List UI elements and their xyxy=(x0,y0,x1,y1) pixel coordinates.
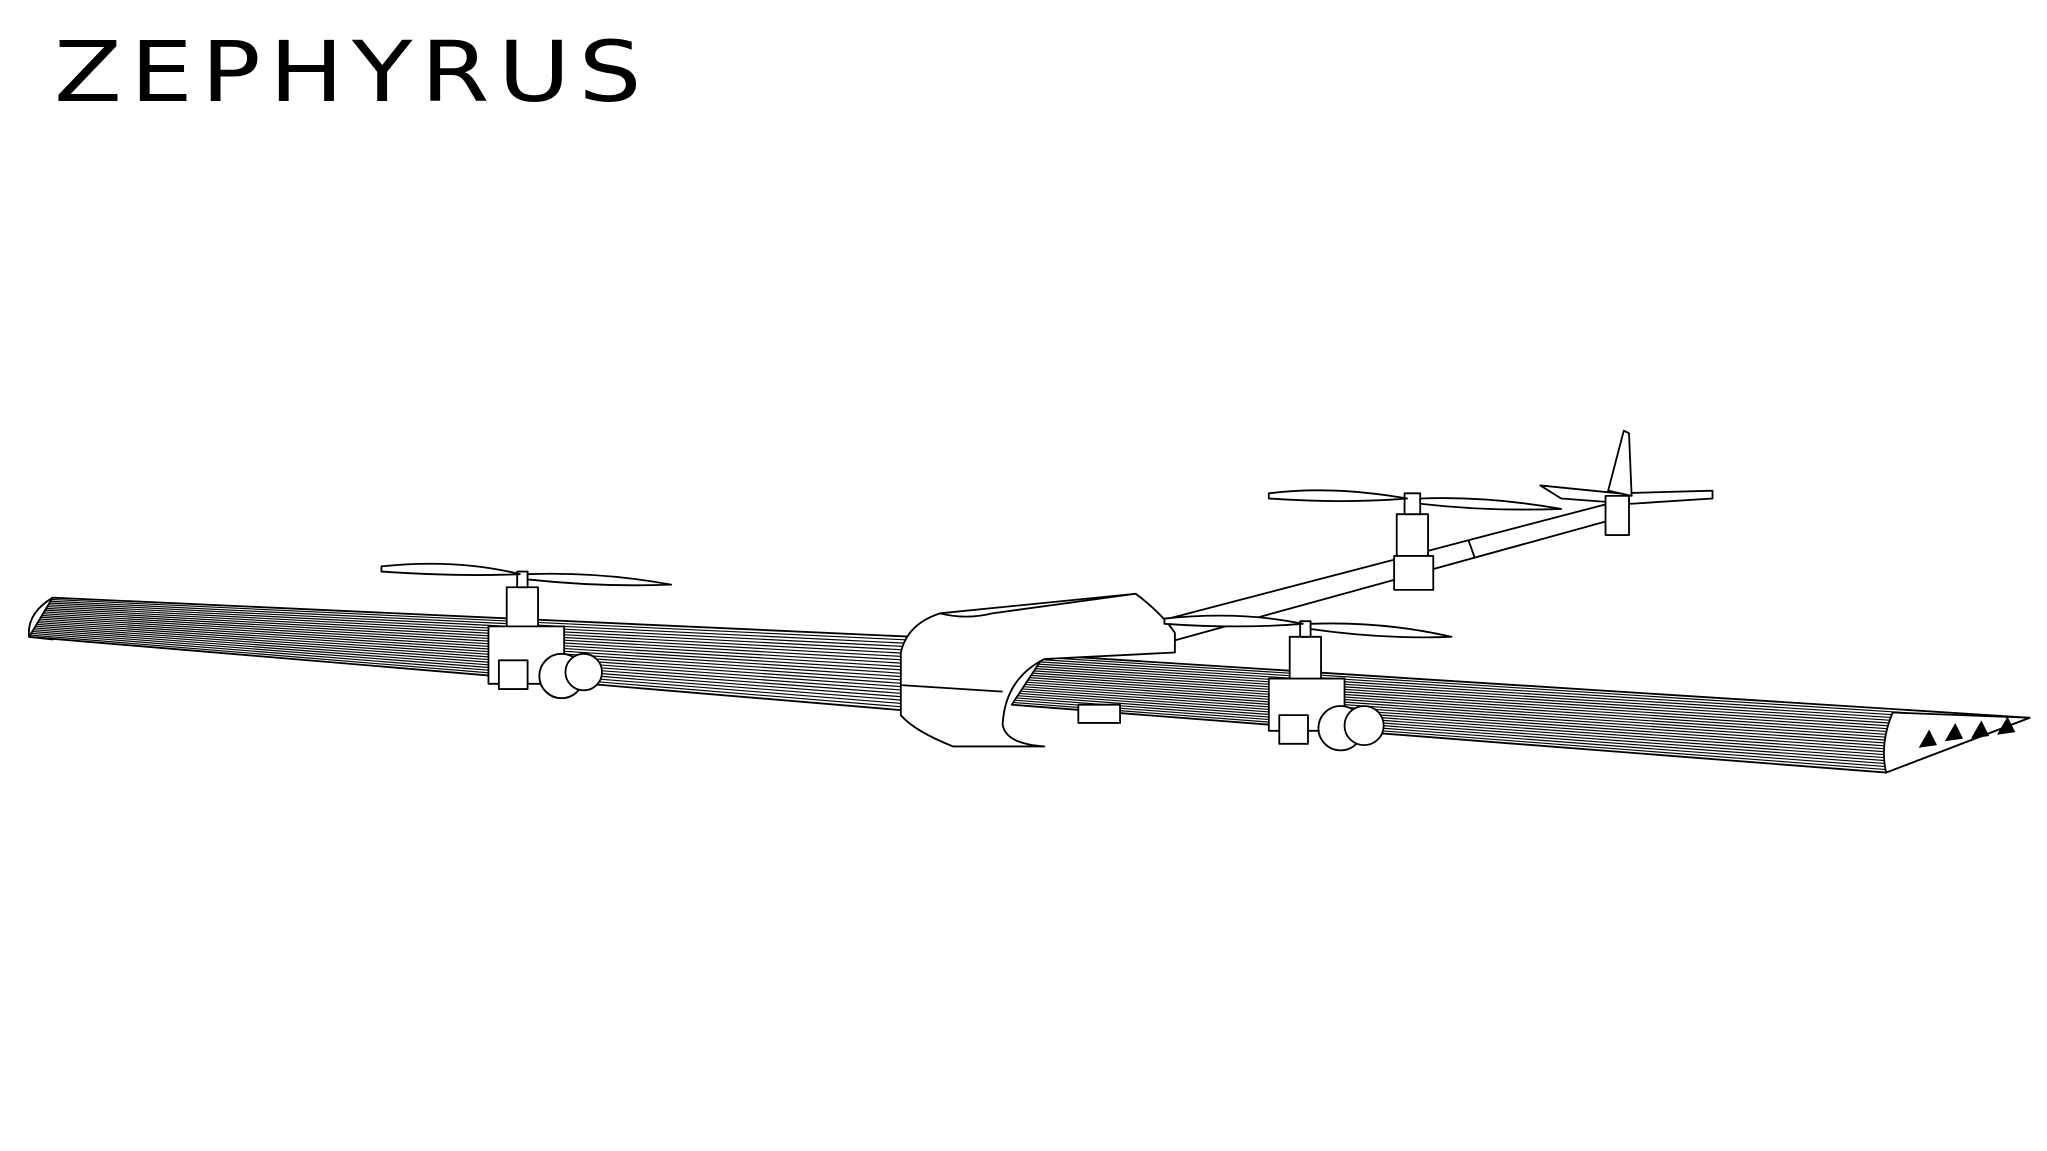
wing-rib-line xyxy=(1032,672,1978,739)
propeller xyxy=(1267,489,1563,511)
wing-rib-line xyxy=(42,613,914,668)
wing-rib-line xyxy=(50,600,914,645)
gear-assembly xyxy=(497,652,603,700)
rib-hole xyxy=(1970,720,1990,739)
wing-rib-line xyxy=(1019,692,1919,761)
wing-rib-line xyxy=(1026,681,1952,749)
wing-rib-line xyxy=(1014,699,1900,769)
wing-rib-line xyxy=(1033,670,1985,736)
wing-rib-line xyxy=(1038,663,2004,729)
wing-rib-line xyxy=(1025,683,1945,751)
wing-rib-line xyxy=(30,634,914,709)
wing-rib-line xyxy=(1029,677,1965,744)
wing-rib-line xyxy=(31,632,914,706)
wing-rib-line xyxy=(1022,688,1932,756)
wing-rib-line xyxy=(45,609,914,662)
wing-rib-line xyxy=(1036,665,1998,731)
wing-rib-line xyxy=(39,618,914,678)
wing-rib-line xyxy=(1042,656,2024,721)
wing-rib-line xyxy=(1023,686,1939,754)
wing-rib-line xyxy=(1030,674,1971,741)
title: ZEPHYRUS xyxy=(54,23,650,121)
fuselage-pod xyxy=(899,592,1176,748)
wing-rib-line xyxy=(1035,668,1991,734)
wing-rib-line xyxy=(1028,679,1958,746)
rib-hole xyxy=(1918,729,1937,748)
tail-fin xyxy=(1539,429,1714,536)
gear-assembly xyxy=(1278,705,1385,752)
wing-rib-line xyxy=(1016,697,1906,766)
wing-rib-line xyxy=(51,598,914,641)
wing-rib-line xyxy=(35,625,914,692)
wing-rib-line xyxy=(37,622,914,685)
wing-rib-line xyxy=(49,602,914,648)
wing-rib-line xyxy=(36,623,914,689)
left-wing xyxy=(27,596,915,713)
wing-rib-line xyxy=(1017,695,1913,764)
wing-rib-cutout xyxy=(1883,711,2031,774)
rib-hole xyxy=(1997,716,2016,735)
wing-rib-line xyxy=(38,620,914,682)
rear-motor xyxy=(1393,492,1435,591)
wing-rib-line xyxy=(1013,701,1893,771)
wing-rib-line xyxy=(47,605,914,655)
wing-rib-line xyxy=(46,607,914,658)
wing-rib-line xyxy=(33,629,914,699)
wing-rib-line xyxy=(40,616,914,675)
wing-rib-line xyxy=(41,614,914,672)
propeller xyxy=(380,562,673,587)
wing-rib-line xyxy=(32,630,914,702)
wing-rib-line xyxy=(1041,659,2017,724)
wing-rib-line xyxy=(1039,661,2011,726)
propeller xyxy=(1163,614,1453,639)
wing-rib-line xyxy=(34,627,914,695)
wing-rib-line xyxy=(44,611,914,665)
right-wing xyxy=(1010,654,2031,774)
wing-rib-line xyxy=(1020,690,1926,759)
wing-rib-line xyxy=(48,604,914,651)
rib-hole xyxy=(1944,722,1964,742)
